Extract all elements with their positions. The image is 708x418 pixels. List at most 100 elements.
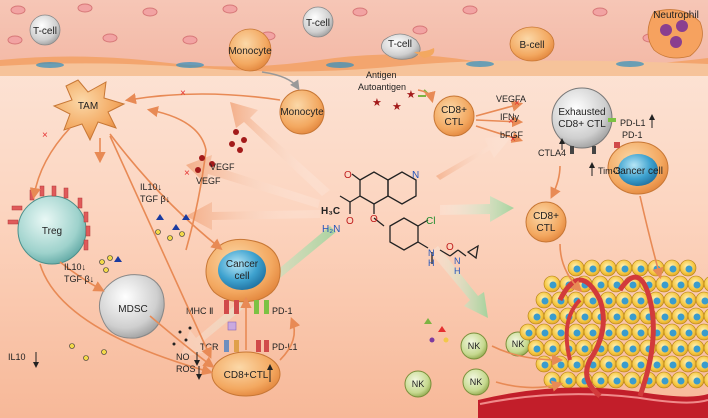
tumor-cell-nucleus xyxy=(629,281,637,289)
tumor-cell-nucleus xyxy=(541,329,549,337)
cancer-cell-right-label: Cancer cell xyxy=(613,166,663,177)
svg-text:×: × xyxy=(508,116,514,127)
svg-text:NK: NK xyxy=(412,379,425,389)
tumor-cell-nucleus xyxy=(621,265,629,273)
cancer-cell-center-label-2: cell xyxy=(234,271,249,282)
h-1-label: H xyxy=(428,258,435,268)
il10-tgfb-1-line2: TGF β↓ xyxy=(140,194,170,204)
svg-text:NK: NK xyxy=(470,377,483,387)
pd1-right-label: PD-1 xyxy=(622,130,643,140)
cancer-cell-center: Cancer cell xyxy=(205,238,281,303)
tumor-cell-nucleus xyxy=(565,377,573,385)
tumor-cell-nucleus xyxy=(629,345,637,353)
tam-cell: TAM xyxy=(52,79,126,142)
tcr-label: TCR xyxy=(200,342,219,352)
no-label: NO xyxy=(176,352,190,362)
tumor-cell-nucleus xyxy=(589,329,597,337)
tumor-cell-nucleus xyxy=(669,361,677,369)
tumor-cell-nucleus xyxy=(597,377,605,385)
tumor-cell-nucleus xyxy=(549,345,557,353)
svg-text:×: × xyxy=(42,130,48,141)
vessel-b-cell: B-cell xyxy=(509,26,555,62)
tim3-label: Tim-3 xyxy=(598,166,621,176)
pd1-center-label: PD-1 xyxy=(272,306,293,316)
h-2-label: H xyxy=(454,266,461,276)
o-methoxy-label: O xyxy=(344,170,352,181)
exhausted-label-2: CD8+ CTL xyxy=(558,119,606,130)
il10-tgfb-2-line1: IL10↓ xyxy=(64,262,86,272)
tumor-cell-nucleus xyxy=(669,297,677,305)
tumor-cell-nucleus xyxy=(677,281,685,289)
mdsc-label: MDSC xyxy=(118,304,147,315)
tumor-cell-nucleus xyxy=(693,313,701,321)
vessel-neutrophil-label: Neutrophil xyxy=(653,10,699,21)
svg-text:NK: NK xyxy=(468,341,481,351)
autoantigen-label: Autoantigen xyxy=(358,82,406,92)
drug-atom-labels: H₃C O H₂N O N O Cl N H O N H xyxy=(321,170,461,276)
vegfa-label: VEGFA xyxy=(496,94,526,104)
nh-2-label: N xyxy=(454,256,461,266)
mhc2-label: MHC Ⅱ xyxy=(186,306,213,316)
vessel-t-cell-1: T-cell xyxy=(29,14,61,46)
svg-text:★: ★ xyxy=(372,96,382,109)
tumor-cell-nucleus xyxy=(621,329,629,337)
tumor-cell-nucleus xyxy=(533,313,541,321)
pdl1-right-label: PD-L1 xyxy=(620,118,646,128)
tumor-cell-nucleus xyxy=(653,361,661,369)
ifny-label: IFNy xyxy=(500,112,519,122)
vessel-t-cell-3-label: T-cell xyxy=(388,39,412,50)
tumor-cell-nucleus xyxy=(629,377,637,385)
tumor-cell-nucleus xyxy=(685,265,693,273)
tumor-cell-nucleus xyxy=(669,329,677,337)
tumor-cell-nucleus xyxy=(557,329,565,337)
cl-label: Cl xyxy=(426,216,435,227)
tumor-cell-nucleus xyxy=(701,297,708,305)
h2n-label: H₂N xyxy=(322,224,340,235)
vessel-t-cell-2: T-cell xyxy=(302,6,334,38)
antigen-label: Antigen xyxy=(366,70,397,80)
tumor-cell-nucleus xyxy=(629,313,637,321)
tumor-cell-nucleus xyxy=(613,313,621,321)
antigen-stars: ★ ★ ★ xyxy=(372,88,416,113)
tumor-cell-nucleus xyxy=(685,329,693,337)
tumor-cell-nucleus xyxy=(637,361,645,369)
nh-1-label: N xyxy=(428,248,435,258)
svg-text:★: ★ xyxy=(406,88,416,101)
tumor-cell-nucleus xyxy=(613,377,621,385)
tumor-cell-nucleus xyxy=(549,313,557,321)
nk-cells: NK NK NK NK xyxy=(404,331,531,398)
tumor-cell-nucleus xyxy=(661,281,669,289)
ros-label: ROS xyxy=(176,364,196,374)
svg-text:★: ★ xyxy=(392,100,402,113)
exhausted-label-1: Exhausted xyxy=(558,107,605,118)
treg-cell: Treg xyxy=(7,185,91,265)
vessel-t-cell-3: T-cell xyxy=(381,33,435,60)
tumor-cell-nucleus xyxy=(693,345,701,353)
tumor-cell-nucleus xyxy=(677,377,685,385)
tumor-vessel xyxy=(478,274,708,418)
svg-text:×: × xyxy=(180,88,186,99)
tumor-cell xyxy=(703,340,708,356)
tumor-cell-nucleus xyxy=(661,313,669,321)
tumor-cell xyxy=(703,276,708,292)
cytokine-particles xyxy=(69,129,449,361)
ctla4-label: CTLA4 xyxy=(538,148,566,158)
tumor-cell-nucleus xyxy=(541,297,549,305)
tumor-cell-nucleus xyxy=(621,297,629,305)
n-ring-label: N xyxy=(412,170,419,181)
tumor-cell-nucleus xyxy=(685,297,693,305)
tam-label: TAM xyxy=(78,101,98,112)
pdl1-center-label: PD-L1 xyxy=(272,342,298,352)
treg-label: Treg xyxy=(42,226,62,237)
tumor-cell-nucleus xyxy=(677,313,685,321)
vessel-monocyte: Monocyte xyxy=(228,28,272,72)
bfgf-label: bFGF xyxy=(500,130,524,140)
tumor-cell xyxy=(703,372,708,388)
tumor-cell-nucleus xyxy=(589,265,597,273)
vegf-mid-label: VEGF xyxy=(210,162,235,172)
il10-tgfb-2-line2: TGF β↓ xyxy=(64,274,94,284)
o-amide-label: O xyxy=(346,216,354,227)
tumor-cell-nucleus xyxy=(573,265,581,273)
